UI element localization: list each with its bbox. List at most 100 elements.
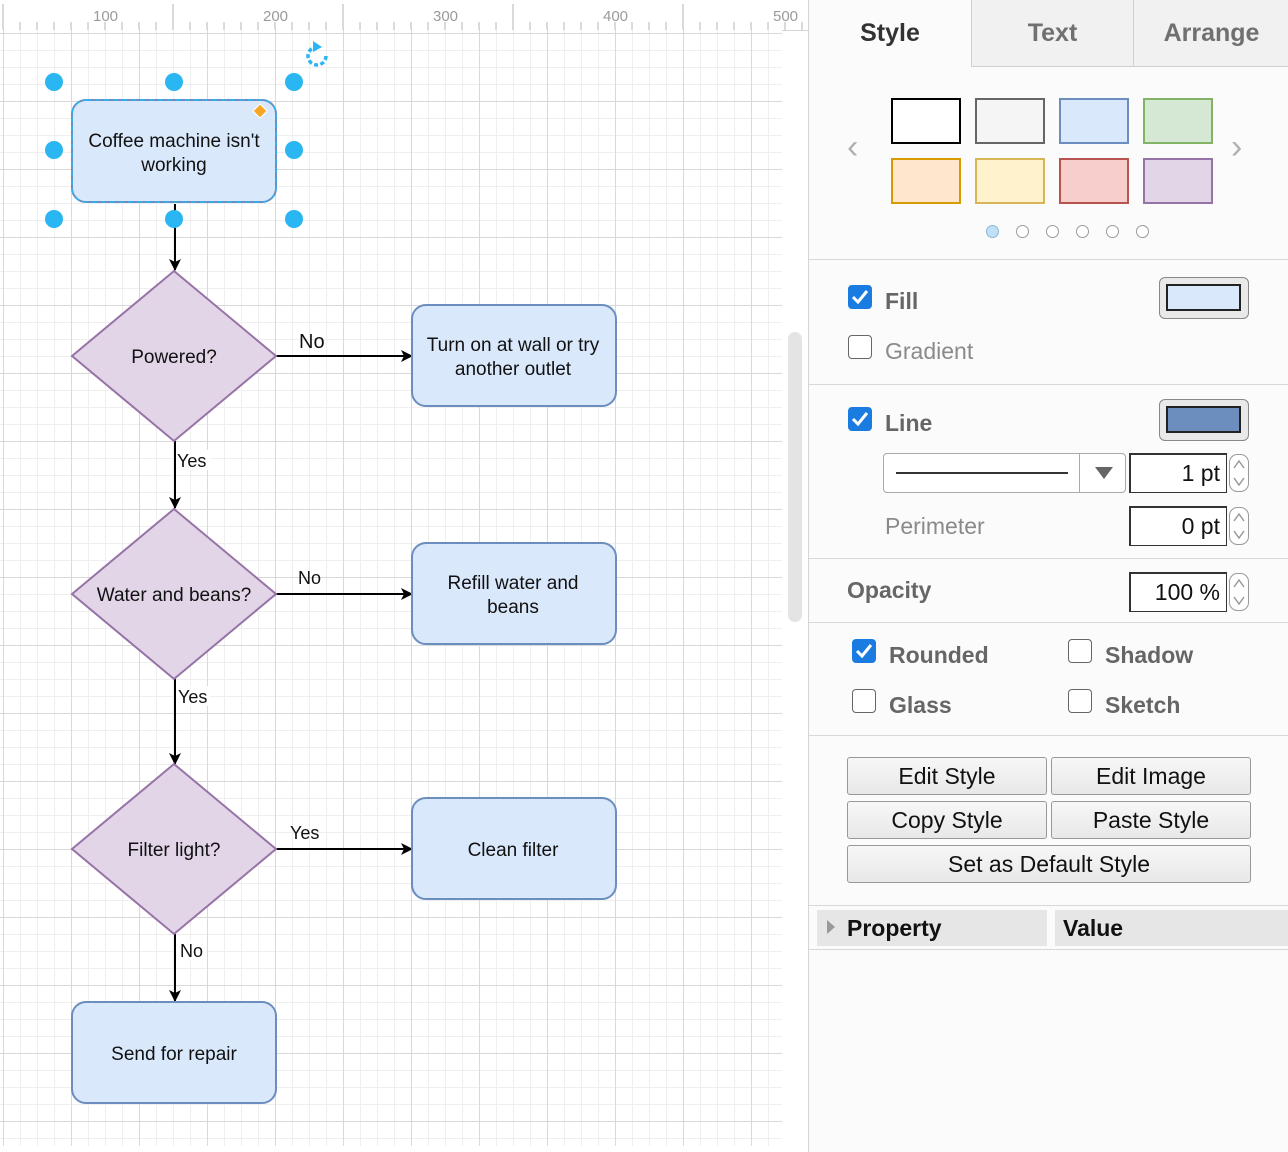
style-swatch[interactable] <box>1059 158 1129 204</box>
resize-handle-n[interactable] <box>165 73 183 91</box>
selection-handles[interactable] <box>45 41 328 228</box>
resize-handle-sw[interactable] <box>45 210 63 228</box>
line-color-button[interactable] <box>1159 399 1249 441</box>
style-swatch[interactable] <box>975 98 1045 144</box>
diagram-canvas-area[interactable]: 100 200 300 400 500 No Yes No Yes Yes N <box>0 0 808 1152</box>
checkmark-icon <box>855 644 873 659</box>
page-dot[interactable] <box>1016 225 1029 238</box>
resize-handle-s[interactable] <box>165 210 183 228</box>
style-swatch[interactable] <box>891 158 961 204</box>
line-width-stepper[interactable] <box>1229 454 1249 492</box>
node-filter[interactable]: Filter light? <box>70 762 278 936</box>
edge-label-water-no: No <box>298 568 321 588</box>
shadow-label: Shadow <box>1105 642 1194 668</box>
node-refill[interactable]: Refill water and beans <box>411 542 617 645</box>
ruler-ticks: 100 200 300 400 500 <box>2 4 803 30</box>
chevron-left-icon[interactable]: ‹ <box>847 128 859 166</box>
node-powered[interactable]: Powered? <box>70 269 278 443</box>
node-start-line1: Coffee machine isn't <box>88 131 260 152</box>
node-powered-label: Powered? <box>131 347 217 368</box>
edit-image-button[interactable]: Edit Image <box>1051 757 1251 795</box>
line-pattern-select[interactable] <box>883 453 1126 493</box>
copy-style-button[interactable]: Copy Style <box>847 801 1047 839</box>
node-clean[interactable]: Clean filter <box>411 797 617 900</box>
style-swatch[interactable] <box>1143 158 1213 204</box>
rotate-icon[interactable] <box>306 41 328 67</box>
node-clean-label: Clean filter <box>468 840 559 861</box>
divider <box>809 622 1288 623</box>
edge-label-bg <box>176 450 210 470</box>
shadow-checkbox[interactable] <box>1068 639 1092 663</box>
page-dot[interactable] <box>1046 225 1059 238</box>
gradient-label: Gradient <box>885 338 974 364</box>
solid-line-preview <box>896 472 1068 474</box>
page-dot[interactable] <box>986 225 999 238</box>
checkmark-icon <box>851 412 869 427</box>
property-header[interactable]: Property <box>817 910 1047 946</box>
set-default-style-button[interactable]: Set as Default Style <box>847 845 1251 883</box>
node-filter-label: Filter light? <box>128 840 221 861</box>
node-start[interactable]: Coffee machine isn't working <box>71 99 277 203</box>
sketch-checkbox[interactable] <box>1068 689 1092 713</box>
divider <box>809 384 1288 385</box>
node-water[interactable]: Water and beans? <box>70 507 278 681</box>
opacity-input[interactable]: 100 % <box>1129 572 1227 612</box>
rounded-checkbox[interactable] <box>852 639 876 663</box>
edge-label-filter-yes: Yes <box>290 823 319 843</box>
node-repair-label: Send for repair <box>111 1044 237 1065</box>
fill-checkbox[interactable] <box>848 285 872 309</box>
edge-label-bg <box>176 940 206 960</box>
page-dot[interactable] <box>1106 225 1119 238</box>
glass-checkbox[interactable] <box>852 689 876 713</box>
gradient-checkbox[interactable] <box>848 335 872 359</box>
perimeter-stepper[interactable] <box>1229 507 1249 545</box>
style-swatch[interactable] <box>1143 98 1213 144</box>
rounded-label: Rounded <box>889 642 989 668</box>
line-label: Line <box>885 410 933 436</box>
chevron-down-icon <box>1095 467 1113 479</box>
edge-label-filter-no: No <box>180 941 203 961</box>
ruler-label-500: 500 <box>773 8 798 25</box>
line-color-preview <box>1166 406 1241 433</box>
rounding-handle[interactable] <box>252 103 268 119</box>
ruler-label-300: 300 <box>433 8 458 25</box>
resize-handle-se[interactable] <box>285 210 303 228</box>
node-repair[interactable]: Send for repair <box>71 1001 277 1104</box>
resize-handle-w[interactable] <box>45 141 63 159</box>
tab-arrange[interactable]: Arrange <box>1133 0 1288 67</box>
flowchart[interactable]: No Yes No Yes Yes No Coffee machine isn'… <box>0 0 782 1152</box>
chevron-right-icon[interactable]: › <box>1231 128 1243 166</box>
edge-label-water-yes: Yes <box>178 687 207 707</box>
ruler-label-200: 200 <box>263 8 288 25</box>
opacity-stepper[interactable] <box>1229 573 1249 611</box>
format-tabs: Style Text Arrange <box>809 0 1288 68</box>
vertical-scrollbar[interactable] <box>788 332 802 622</box>
page-dot[interactable] <box>1076 225 1089 238</box>
tab-style[interactable]: Style <box>809 0 971 67</box>
opacity-label: Opacity <box>847 577 932 603</box>
edge-label-powered-no: No <box>299 331 325 353</box>
properties-table: Property Value <box>817 910 1288 946</box>
line-checkbox[interactable] <box>848 407 872 431</box>
paste-style-button[interactable]: Paste Style <box>1051 801 1251 839</box>
style-swatch[interactable] <box>975 158 1045 204</box>
node-turn-on-line1: Turn on at wall or try <box>427 335 600 356</box>
fill-color-button[interactable] <box>1159 277 1249 319</box>
value-header: Value <box>1055 910 1288 946</box>
perimeter-label: Perimeter <box>885 513 985 539</box>
node-refill-line2: beans <box>487 597 539 618</box>
line-width-input[interactable]: 1 pt <box>1129 453 1227 493</box>
style-swatch[interactable] <box>891 98 961 144</box>
property-header-label: Property <box>847 914 942 941</box>
edit-style-button[interactable]: Edit Style <box>847 757 1047 795</box>
resize-handle-e[interactable] <box>285 141 303 159</box>
edge-label-powered-yes: Yes <box>177 451 206 471</box>
style-swatch[interactable] <box>1059 98 1129 144</box>
page-dot[interactable] <box>1136 225 1149 238</box>
node-turn-on[interactable]: Turn on at wall or try another outlet <box>411 304 617 407</box>
tab-text[interactable]: Text <box>971 0 1133 67</box>
resize-handle-nw[interactable] <box>45 73 63 91</box>
perimeter-input[interactable]: 0 pt <box>1129 506 1227 546</box>
resize-handle-ne[interactable] <box>285 73 303 91</box>
checkmark-icon <box>851 290 869 305</box>
